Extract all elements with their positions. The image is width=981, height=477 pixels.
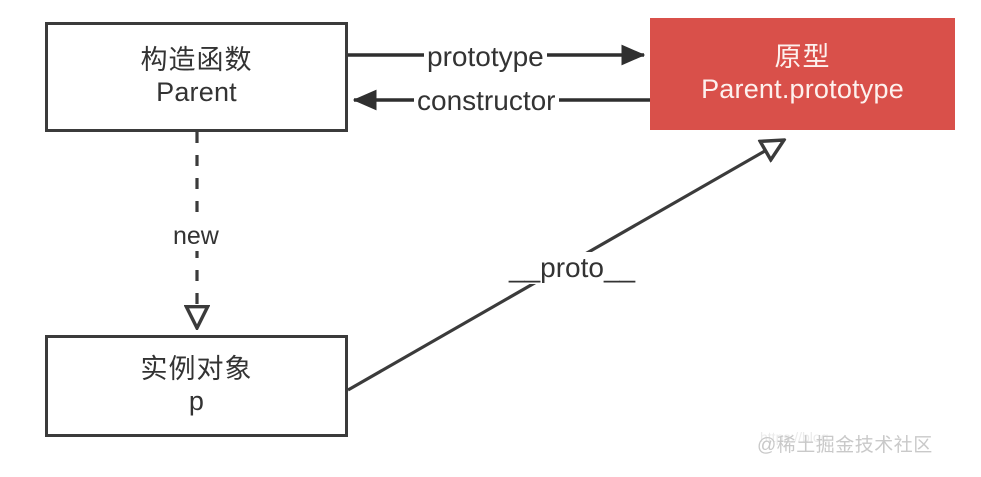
node-prototype: 原型 Parent.prototype: [650, 18, 955, 130]
edge-label-prototype: prototype: [424, 42, 547, 72]
node-constructor-function: 构造函数 Parent: [45, 22, 348, 132]
node-constructor-label-cn: 构造函数: [140, 45, 253, 76]
watermark: @稀土掘金技术社区: [757, 435, 933, 456]
watermark-url-ghost: https://blog: [760, 429, 829, 445]
node-prototype-label-cn: 原型: [774, 42, 831, 73]
node-constructor-label-en: Parent: [156, 77, 237, 107]
node-instance-label-cn: 实例对象: [140, 354, 253, 385]
node-prototype-label-en: Parent.prototype: [701, 74, 904, 104]
edge-label-new: new: [167, 222, 225, 251]
edge-label-constructor: constructor: [414, 86, 559, 116]
node-instance-label-en: p: [188, 386, 205, 416]
edge-label-proto: __proto__: [505, 252, 640, 284]
node-instance-object: 实例对象 p: [45, 335, 348, 437]
